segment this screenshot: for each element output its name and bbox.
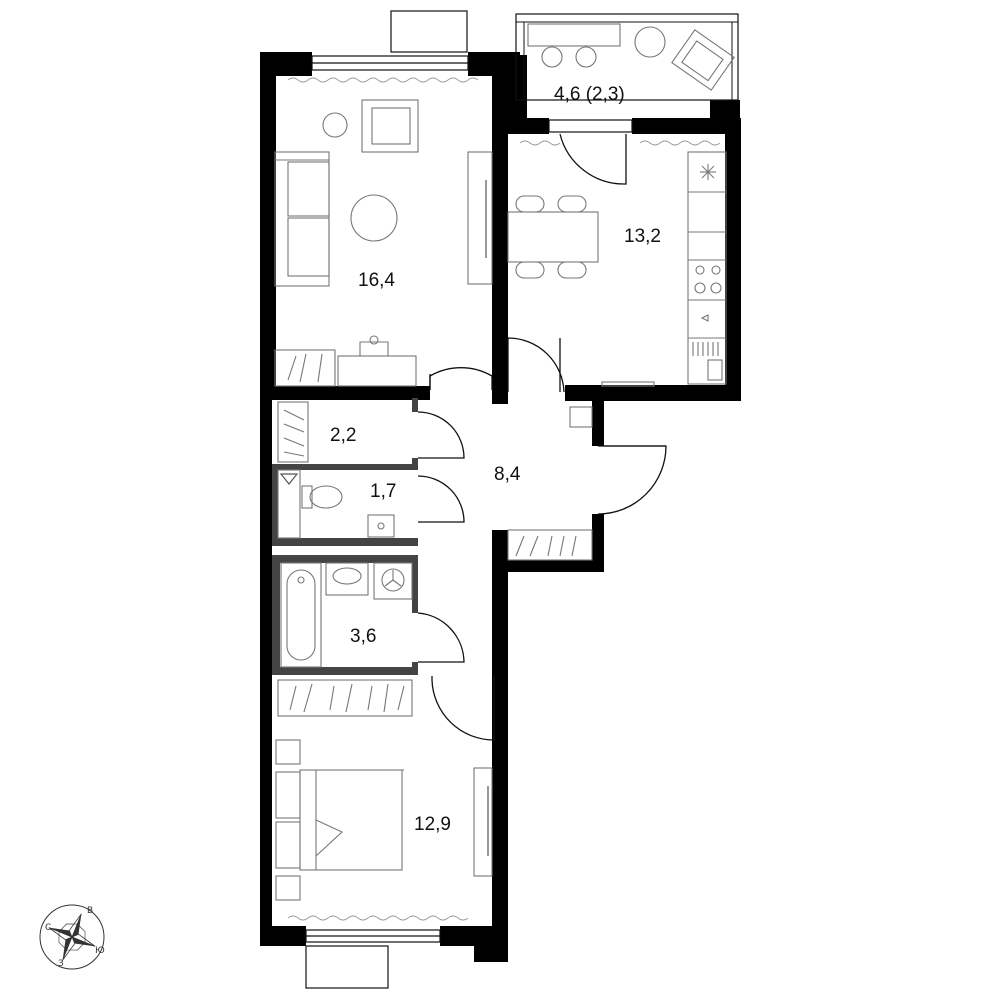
toilet-area: 1,7 bbox=[370, 481, 396, 502]
storage-shelving bbox=[277, 401, 309, 463]
door-swing bbox=[429, 367, 493, 390]
compass-east-label: В bbox=[87, 906, 93, 916]
balcony-area: 4,6 (2,3) bbox=[554, 84, 625, 105]
door-swing bbox=[417, 411, 465, 459]
kitchen bbox=[507, 151, 727, 387]
washing-machine-icon bbox=[373, 562, 413, 600]
door-swing bbox=[431, 676, 495, 741]
kitchen-sink-icon bbox=[700, 314, 709, 322]
toilet-sink-icon bbox=[367, 514, 395, 538]
kitchen-area: 13,2 bbox=[624, 226, 661, 247]
compass-rose-icon bbox=[48, 913, 96, 961]
kitchen-rug bbox=[601, 381, 655, 387]
coffee-table bbox=[350, 194, 398, 242]
bath-sink-icon bbox=[325, 562, 369, 596]
toilet-icon bbox=[301, 485, 343, 509]
floor-lamp bbox=[322, 112, 348, 138]
kitchen-counter bbox=[687, 151, 727, 385]
bathroom bbox=[280, 562, 413, 668]
fridge-icon bbox=[700, 164, 716, 180]
dining-table bbox=[507, 195, 599, 279]
dishwasher-icon bbox=[692, 342, 723, 381]
interior-partitions bbox=[272, 398, 418, 675]
exterior-walls bbox=[260, 52, 741, 962]
door-swing bbox=[417, 612, 465, 663]
balcony bbox=[515, 13, 739, 101]
door-swing bbox=[507, 337, 565, 393]
balcony-armchair bbox=[671, 29, 735, 91]
door-swing bbox=[417, 475, 465, 523]
doors bbox=[417, 133, 667, 741]
hall-area: 8,4 bbox=[494, 464, 521, 485]
living-room bbox=[274, 99, 493, 387]
bathroom-area: 3,6 bbox=[350, 626, 376, 647]
sofa bbox=[274, 151, 330, 287]
bedroom-wardrobe bbox=[277, 679, 413, 717]
toilet-room bbox=[277, 469, 395, 539]
nightstand bbox=[275, 875, 301, 901]
double-bed bbox=[275, 769, 404, 871]
nightstand bbox=[275, 739, 301, 765]
radiators bbox=[287, 77, 721, 921]
armchair bbox=[361, 99, 419, 153]
balcony-chair bbox=[541, 46, 563, 68]
living-wardrobe bbox=[274, 349, 336, 387]
storage-area: 2,2 bbox=[330, 425, 356, 446]
compass-south-label: Ю bbox=[95, 946, 105, 956]
hall-cabinet-icon bbox=[569, 406, 593, 428]
bedroom bbox=[275, 679, 493, 901]
stove-icon bbox=[694, 265, 722, 294]
tv-stand bbox=[467, 151, 493, 285]
desk bbox=[337, 335, 417, 387]
hall-wardrobe bbox=[507, 529, 593, 561]
compass: С В Ю З bbox=[39, 904, 105, 970]
compass-north-label: С bbox=[45, 923, 51, 933]
compass-ring bbox=[39, 904, 105, 970]
living-room-area: 16,4 bbox=[358, 270, 395, 291]
door-swing bbox=[559, 133, 627, 185]
hall bbox=[507, 406, 593, 561]
balcony-table bbox=[527, 23, 621, 47]
compass-west-label: З bbox=[58, 959, 64, 969]
balcony-door-frame bbox=[548, 119, 633, 133]
bedroom-tv-stand bbox=[473, 767, 493, 877]
balcony-side-table bbox=[634, 26, 666, 58]
entrance-door bbox=[597, 445, 667, 515]
bathtub-icon bbox=[280, 562, 322, 668]
bedroom-area: 12,9 bbox=[414, 814, 451, 835]
balcony-chair bbox=[575, 46, 597, 68]
windows bbox=[305, 10, 633, 989]
